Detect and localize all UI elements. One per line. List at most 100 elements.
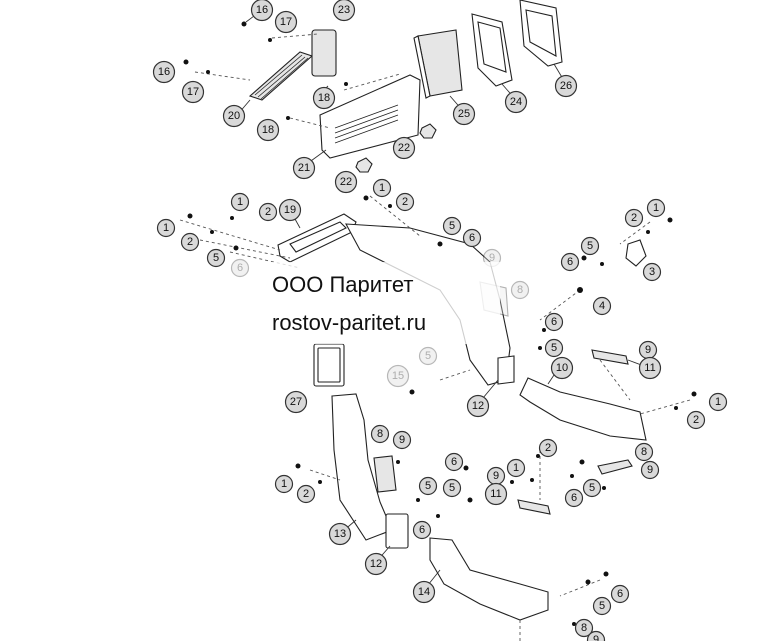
- callout-label: 10: [556, 362, 568, 374]
- callout-20: 20: [222, 104, 246, 128]
- callout-circle: [544, 338, 564, 358]
- callout-label: 2: [187, 236, 193, 248]
- callout-circle: [334, 170, 358, 194]
- callout-17: 17: [274, 10, 298, 34]
- callout-circle: [372, 178, 392, 198]
- callout-label: 6: [567, 256, 573, 268]
- callout-circle: [582, 478, 602, 498]
- callout-circle: [274, 10, 298, 34]
- callout-1: 1: [646, 198, 666, 218]
- part-gasket-19: [277, 213, 357, 263]
- callout-circle: [544, 312, 564, 332]
- callout-22: 22: [334, 170, 358, 194]
- callout-label: 8: [641, 446, 647, 458]
- callout-circle: [462, 228, 482, 248]
- callout-circle: [442, 216, 462, 236]
- callout-13: 13: [328, 522, 352, 546]
- part-duct-10: [519, 377, 647, 441]
- callout-circle: [646, 198, 666, 218]
- callout-circle: [222, 104, 246, 128]
- screws: [183, 21, 697, 626]
- callout-2: 2: [258, 202, 278, 222]
- callout-circle: [642, 262, 662, 282]
- callout-circle: [296, 484, 316, 504]
- callout-label: 2: [402, 196, 408, 208]
- part-block-23: [311, 29, 337, 77]
- callout-label: 17: [187, 86, 199, 98]
- callout-circle: [538, 438, 558, 458]
- callout-label: 18: [262, 124, 274, 136]
- callout-label: 1: [163, 222, 169, 234]
- callout-label: 1: [379, 182, 385, 194]
- callout-label: 5: [587, 240, 593, 252]
- callout-circle: [180, 232, 200, 252]
- callout-circle: [624, 208, 644, 228]
- callout-label: 2: [693, 414, 699, 426]
- callout-circle: [292, 156, 316, 180]
- callout-circle: [638, 356, 662, 380]
- callout-circle: [580, 236, 600, 256]
- callout-circle: [328, 522, 352, 546]
- callout-circle: [444, 452, 464, 472]
- callout-2: 2: [686, 410, 706, 430]
- callout-label: 8: [517, 284, 523, 296]
- callout-2: 2: [538, 438, 558, 458]
- callout-label: 9: [399, 434, 405, 446]
- callout-6: 6: [560, 252, 580, 272]
- callout-9: 9: [638, 340, 658, 360]
- callout-circle: [418, 346, 438, 366]
- callout-19: 19: [278, 198, 302, 222]
- callout-label: 1: [715, 396, 721, 408]
- callout-label: 20: [228, 110, 240, 122]
- callout-label: 1: [513, 462, 519, 474]
- callout-label: 17: [280, 16, 292, 28]
- callout-circle: [574, 618, 594, 638]
- callout-circle: [554, 74, 578, 98]
- callout-label: 19: [284, 204, 296, 216]
- callout-label: 9: [489, 252, 495, 264]
- callout-circle: [634, 442, 654, 462]
- callout-circle: [206, 248, 226, 268]
- callout-circle: [592, 596, 612, 616]
- callout-circle: [418, 476, 438, 496]
- callout-circle: [412, 520, 432, 540]
- callout-5: 5: [592, 596, 612, 616]
- callout-label: 1: [281, 478, 287, 490]
- callout-circle: [412, 580, 436, 604]
- callout-label: 6: [571, 492, 577, 504]
- callout-label: 5: [425, 350, 431, 362]
- callout-25: 25: [452, 102, 476, 126]
- callout-label: 22: [398, 142, 410, 154]
- callout-circle: [181, 80, 205, 104]
- callout-6: 6: [462, 228, 482, 248]
- part-vent-12-upper: [497, 355, 515, 385]
- callout-label: 4: [599, 300, 605, 312]
- callout-circle: [560, 252, 580, 272]
- callout-2: 2: [296, 484, 316, 504]
- callout-26: 26: [554, 74, 578, 98]
- callout-label: 6: [617, 588, 623, 600]
- part-filter-25: [413, 29, 463, 99]
- part-nut-22a: [419, 123, 437, 139]
- callout-label: 24: [510, 96, 522, 108]
- callout-label: 11: [490, 488, 501, 500]
- watermark: ООО Паритет rostov-paritet.ru: [250, 262, 500, 344]
- callout-1: 1: [274, 474, 294, 494]
- callout-label: 23: [338, 4, 350, 16]
- callout-circle: [452, 102, 476, 126]
- callout-circle: [392, 136, 416, 160]
- callout-22: 22: [392, 136, 416, 160]
- callout-label: 6: [451, 456, 457, 468]
- callout-8: 8: [510, 280, 530, 300]
- part-frame-26: [519, 0, 563, 67]
- part-vent-11-upper: [591, 349, 629, 365]
- callout-label: 5: [449, 220, 455, 232]
- callout-label: 2: [303, 488, 309, 500]
- callout-16: 16: [152, 60, 176, 84]
- callout-circle: [564, 488, 584, 508]
- callout-8: 8: [574, 618, 594, 638]
- callout-label: 9: [593, 634, 599, 641]
- callout-11: 11: [484, 482, 508, 506]
- callout-6: 6: [610, 584, 630, 604]
- callout-circle: [510, 280, 530, 300]
